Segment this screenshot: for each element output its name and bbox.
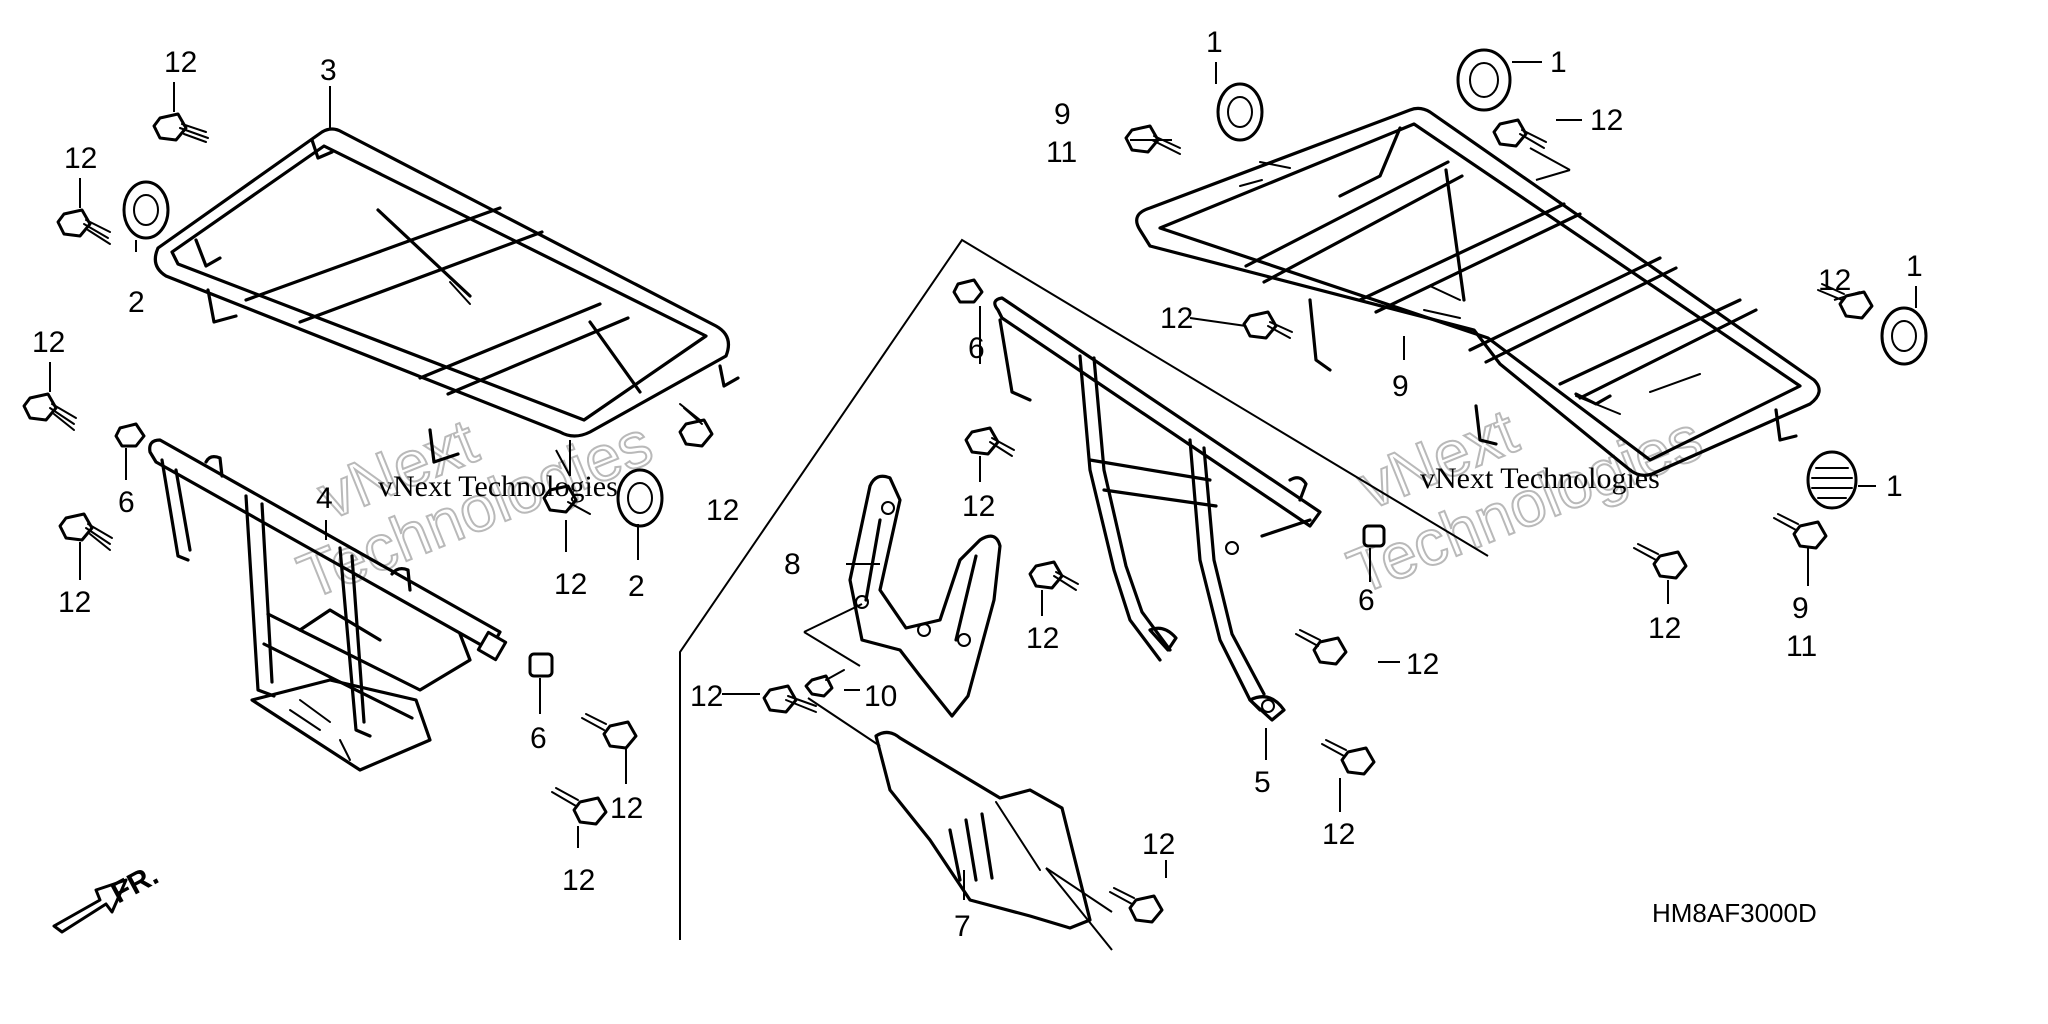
- callout-12: 12: [1818, 264, 1851, 297]
- watermark-line-left: vNext Technologies: [378, 470, 618, 503]
- leader-lines: [49, 61, 1917, 951]
- callout-3: 3: [320, 54, 337, 87]
- callout-1: 1: [1550, 46, 1567, 79]
- callout-6: 6: [530, 722, 547, 755]
- bolt-mid-5: [1295, 629, 1348, 666]
- callout-10: 10: [864, 680, 897, 713]
- callout-1: 1: [1886, 470, 1903, 503]
- callout-12: 12: [58, 586, 91, 619]
- bolt-mid-2: [1028, 560, 1079, 591]
- callout-11: 11: [1786, 630, 1817, 663]
- bolt-mid-3: [762, 684, 817, 714]
- callout-4: 4: [316, 482, 333, 515]
- bolt-left-1: [152, 112, 209, 143]
- callout-12: 12: [1590, 104, 1623, 137]
- grommet-1b: [1456, 48, 1512, 112]
- callout-11: 11: [1046, 136, 1077, 169]
- callout-12: 12: [610, 792, 643, 825]
- front-guard-part-4: [148, 438, 508, 772]
- grommet-2a: [122, 180, 170, 240]
- grommet-1d: [1806, 450, 1858, 510]
- bolt-right-3: [1242, 310, 1293, 340]
- bolt-right-4: [1817, 283, 1874, 320]
- callouts: 12 3 12 2 12 6 4 12 12 2 12 6 12 12 1 1 …: [32, 26, 1923, 943]
- bolt-left-6: [542, 484, 591, 515]
- callout-12: 12: [1406, 648, 1439, 681]
- callout-1: 1: [1206, 26, 1223, 59]
- bolt-left-7: [581, 713, 638, 750]
- watermark: vNext Technologies vNext Technologies: [287, 394, 1712, 614]
- callout-8: 8: [784, 548, 801, 581]
- callout-6: 6: [118, 486, 135, 519]
- rear-guard-part-5: [993, 296, 1322, 722]
- bolt-left-4: [58, 512, 113, 551]
- diagram-code: HM8AF3000D: [1652, 898, 1817, 928]
- callout-9: 9: [1392, 370, 1409, 403]
- grommet-1a: [1216, 82, 1264, 142]
- bolt-mid-6: [1321, 739, 1376, 776]
- callout-12: 12: [164, 46, 197, 79]
- rear-carrier-part-3: [153, 127, 740, 464]
- bolt-right-6: [1633, 543, 1688, 580]
- nut-mid-6b: [1362, 524, 1386, 548]
- bolt-right-5: [1773, 513, 1828, 550]
- front-carrier-part-9: [1135, 106, 1821, 477]
- callout-2: 2: [628, 570, 645, 603]
- callout-12: 12: [562, 864, 595, 897]
- callout-9: 9: [1054, 98, 1071, 131]
- bolt-left-5: [678, 403, 714, 448]
- callout-12: 12: [1142, 828, 1175, 861]
- front-indicator: FR.: [52, 858, 164, 934]
- callout-1: 1: [1906, 250, 1923, 283]
- bolt-mid-4: [1109, 887, 1164, 924]
- callout-12: 12: [690, 680, 723, 713]
- assembly-divider: [679, 238, 1489, 940]
- grommets: [122, 48, 1928, 528]
- callout-7: 7: [954, 910, 971, 943]
- nut-left-6a: [114, 422, 146, 448]
- bolt-left-2: [56, 208, 111, 245]
- callout-12: 12: [1026, 622, 1059, 655]
- skid-plate-part-8: [848, 474, 1002, 718]
- callout-6: 6: [968, 332, 985, 365]
- callout-12: 12: [32, 326, 65, 359]
- callout-5: 5: [1254, 766, 1271, 799]
- bolt-left-3: [22, 392, 77, 431]
- grommet-2b: [616, 468, 664, 528]
- skid-plate-part-7: [874, 730, 1092, 930]
- callout-12: 12: [1648, 612, 1681, 645]
- callout-12: 12: [706, 494, 739, 527]
- callout-12: 12: [554, 568, 587, 601]
- callout-12: 12: [1322, 818, 1355, 851]
- bolt-left-8: [551, 787, 608, 826]
- callout-9: 9: [1792, 592, 1809, 625]
- callout-12: 12: [64, 142, 97, 175]
- bolt-mid-1: [964, 426, 1015, 457]
- watermark-line-right: vNext Technologies: [1420, 462, 1660, 495]
- nut-mid-6: [952, 278, 984, 304]
- grommet-1c: [1880, 306, 1928, 366]
- nut-left-6b: [528, 652, 554, 678]
- callout-2: 2: [128, 286, 145, 319]
- callout-12: 12: [962, 490, 995, 523]
- bolt-mid-10: [804, 669, 845, 698]
- front-arrow-icon: [52, 878, 128, 934]
- bolt-right-2: [1492, 118, 1547, 149]
- callout-6: 6: [1358, 584, 1375, 617]
- callout-12: 12: [1160, 302, 1193, 335]
